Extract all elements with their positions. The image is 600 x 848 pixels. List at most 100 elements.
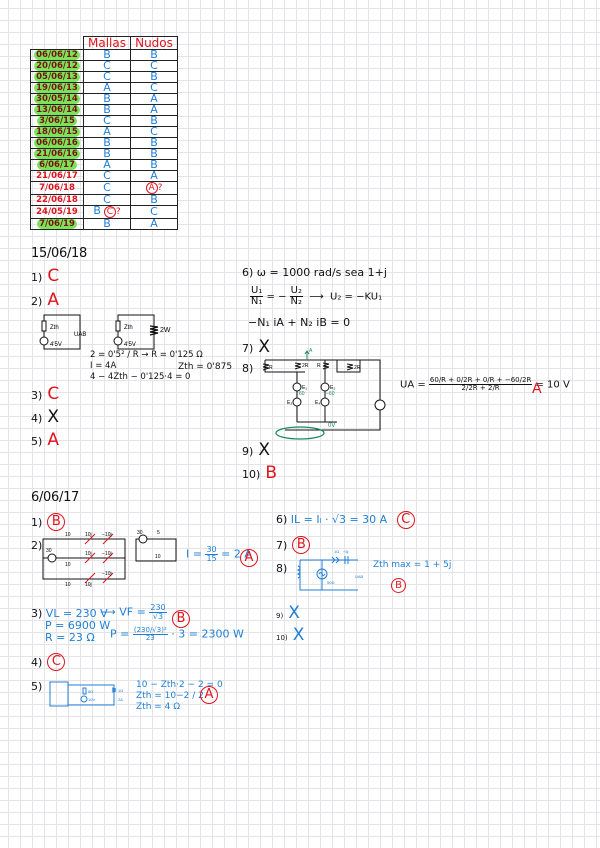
q-answer: X: [288, 603, 300, 623]
resistor: [322, 362, 330, 370]
row-mallas: C: [83, 115, 131, 127]
label: 8Ω: [88, 689, 93, 694]
q8-2017-result: Zth max = 1 + 5j: [373, 560, 452, 570]
source2-symbol: [113, 336, 123, 346]
label: R: [317, 363, 321, 369]
row-date: 06/06/16: [30, 137, 84, 149]
label: UAB: [74, 332, 86, 338]
wire: [265, 359, 381, 431]
load-resistor: [149, 325, 159, 336]
zth1-resistor: [41, 320, 47, 332]
q7-2018: 7) X: [242, 337, 270, 357]
q-num: 6): [276, 513, 288, 526]
note: ?: [157, 183, 163, 193]
source-symbol: [138, 534, 148, 544]
source-e4: [320, 397, 330, 407]
row-mallas: C: [83, 170, 131, 182]
label: Zth: [124, 325, 133, 331]
label: UAB: [355, 574, 364, 579]
label: 5: [157, 530, 160, 536]
row-date: 06/06/12: [30, 49, 84, 61]
q6-2017: 6) IL = Iₗ · √3 = 30 A C: [276, 511, 415, 529]
row-date: 7/06/19: [30, 218, 84, 230]
wire: [336, 360, 361, 373]
q-num: 7): [242, 342, 254, 355]
label: R: [269, 365, 273, 371]
row-date: 13/06/14: [30, 104, 84, 116]
q8-2018-circuit: A R 2R R 2R E₁ E₂ E₃ E₄ 60 −60 0V: [262, 348, 386, 440]
label: 10: [65, 562, 71, 568]
q-answer: A: [47, 290, 60, 310]
label: E₂: [330, 385, 335, 391]
row-nudos: A: [130, 170, 178, 182]
exam-2018-heading: 15/06/18: [31, 246, 87, 261]
q6-2018-eq2: −N₁ iA + N₂ iB = 0: [248, 316, 351, 329]
formula-lhs: UA =: [400, 379, 426, 391]
q-num: 10): [242, 468, 261, 481]
label: E₄: [315, 400, 320, 406]
label: 60: [299, 391, 305, 397]
work-line: 10 − Zth·2 − 2 = 0: [136, 680, 223, 690]
row-date: 22/06/18: [30, 194, 84, 206]
q2-2017-circuits: 10 10j −10j 30 10 10j −10j 10 10j −10j 3…: [42, 530, 177, 588]
ground-node-ellipse: [275, 426, 325, 440]
work-line: I = 4A: [90, 361, 117, 371]
q3-2017-answer: B: [172, 608, 190, 628]
label: E₃: [287, 400, 292, 406]
row-nudos: C: [130, 126, 178, 138]
q5-2017-circuit: 8Ω 10V 1Ω 2A: [49, 681, 123, 707]
row-mallas: B: [83, 104, 131, 116]
label: 50Ω: [327, 580, 334, 585]
ac-wave: [318, 572, 326, 576]
q-answer: A: [200, 685, 218, 704]
q-num: 1): [31, 516, 43, 529]
row-nudos: C: [130, 82, 178, 94]
label: 10: [155, 554, 161, 560]
row-nudos: C: [130, 60, 178, 72]
label: −10j: [102, 532, 112, 538]
row-nudos: B: [130, 159, 178, 171]
q-answer: B: [292, 535, 311, 554]
row-mallas: A: [83, 126, 131, 138]
q3-2018: 3) C: [31, 384, 59, 404]
row-mallas: C: [83, 60, 131, 72]
q10-2018: 10) B: [242, 463, 277, 483]
q8-2018-num: 8): [242, 362, 254, 375]
q4-2018: 4) X: [31, 407, 59, 427]
q-num: 4): [31, 412, 43, 425]
q8-2018-answer: A: [532, 381, 542, 397]
work-line: 4 − 4Zth − 0'125·4 = 0: [90, 372, 191, 382]
wire: [42, 538, 126, 580]
label: A: [309, 348, 313, 354]
row-nudos: B: [130, 71, 178, 83]
q8-2018-formula: UA = 60/R + 0/2R + 0/R + −60/2R 2/2R + 2…: [400, 377, 570, 392]
label: 10: [65, 532, 71, 538]
q10-2017: 10) X: [276, 625, 304, 645]
q-num: 2): [31, 295, 43, 308]
q2-2018-work: 2 = 0'5² / R → R = 0'125 Ω I = 4A 4 − 4Z…: [90, 350, 203, 383]
label: 2R: [302, 363, 309, 369]
row-nudos: A: [130, 93, 178, 105]
q8-2017-circuit: 1Ω −5j 50Ω UAB: [296, 549, 364, 591]
formula-result: = 10 V: [535, 379, 570, 391]
label: 2A: [118, 697, 123, 702]
row-mallas: C: [83, 194, 131, 206]
q2-2017-answer: A: [240, 547, 258, 567]
q-num: 9): [242, 445, 254, 458]
wire: [68, 684, 115, 706]
row-mallas: B: [83, 137, 131, 149]
q1-2017: 1) B: [31, 511, 66, 531]
strike: [84, 572, 114, 584]
